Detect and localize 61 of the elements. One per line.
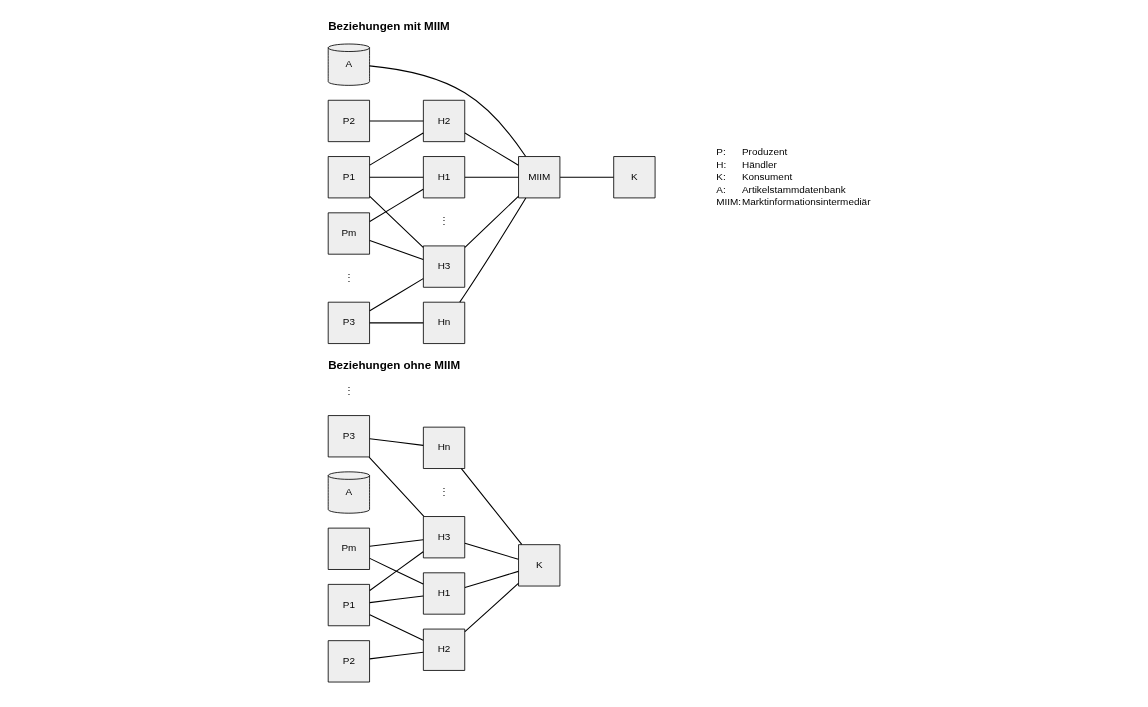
connector bbox=[369, 278, 424, 312]
connector bbox=[369, 322, 424, 324]
node-box: K bbox=[613, 156, 656, 199]
connector bbox=[369, 651, 424, 660]
node-box: Pm bbox=[327, 212, 370, 255]
node-box: H2 bbox=[422, 628, 466, 671]
label: Produzent bbox=[741, 146, 788, 158]
node-box: Pm bbox=[327, 527, 370, 570]
connector bbox=[369, 120, 424, 122]
label: Marktinformationsintermediär bbox=[741, 196, 871, 208]
connector bbox=[464, 542, 519, 560]
connector bbox=[368, 456, 425, 517]
label: A: bbox=[716, 183, 726, 195]
node-box: H3 bbox=[422, 245, 466, 288]
label: ⋮ bbox=[343, 385, 354, 397]
connector bbox=[369, 188, 424, 222]
node-box: Hn bbox=[422, 301, 466, 344]
label: ⋮ bbox=[439, 486, 450, 498]
connector bbox=[559, 176, 615, 178]
connector bbox=[369, 240, 424, 261]
node-box: P3 bbox=[327, 415, 370, 458]
node-box: H3 bbox=[422, 516, 466, 559]
connector bbox=[464, 570, 519, 588]
label: ⋮ bbox=[343, 271, 354, 283]
connector bbox=[369, 595, 424, 604]
node-box: MIIM bbox=[518, 156, 561, 199]
connector bbox=[459, 197, 527, 303]
node-box: Hn bbox=[422, 426, 466, 469]
node-box: P3 bbox=[327, 301, 370, 344]
connector bbox=[464, 132, 519, 166]
connector bbox=[464, 582, 519, 633]
node-box: H1 bbox=[422, 572, 466, 615]
label: K: bbox=[716, 171, 726, 183]
connector bbox=[464, 176, 519, 178]
connector bbox=[464, 195, 519, 248]
node-box: P2 bbox=[327, 99, 370, 143]
label: Händler bbox=[741, 158, 777, 170]
label: ⋮ bbox=[439, 215, 450, 227]
connector bbox=[369, 132, 424, 166]
node-box: P1 bbox=[327, 156, 370, 199]
label: Beziehungen mit MIIM bbox=[328, 20, 450, 33]
connector bbox=[369, 438, 424, 446]
node-box: P1 bbox=[327, 583, 370, 627]
node-box: H1 bbox=[422, 156, 466, 199]
connector bbox=[369, 65, 527, 157]
connector bbox=[369, 176, 424, 178]
connector bbox=[369, 195, 424, 248]
label: Artikelstammdatenbank bbox=[741, 183, 846, 195]
label: H: bbox=[716, 158, 727, 170]
connector bbox=[460, 468, 523, 545]
node-box: P2 bbox=[327, 640, 370, 683]
connector bbox=[369, 539, 424, 547]
label: Konsument bbox=[741, 171, 793, 183]
node-box: K bbox=[518, 544, 561, 587]
node-box: H2 bbox=[422, 99, 466, 143]
connector bbox=[369, 614, 424, 641]
connector bbox=[369, 551, 424, 592]
connector bbox=[369, 557, 424, 585]
label: Beziehungen ohne MIIM bbox=[328, 358, 461, 371]
label: P: bbox=[716, 146, 726, 158]
label: MIIM: bbox=[716, 196, 742, 208]
